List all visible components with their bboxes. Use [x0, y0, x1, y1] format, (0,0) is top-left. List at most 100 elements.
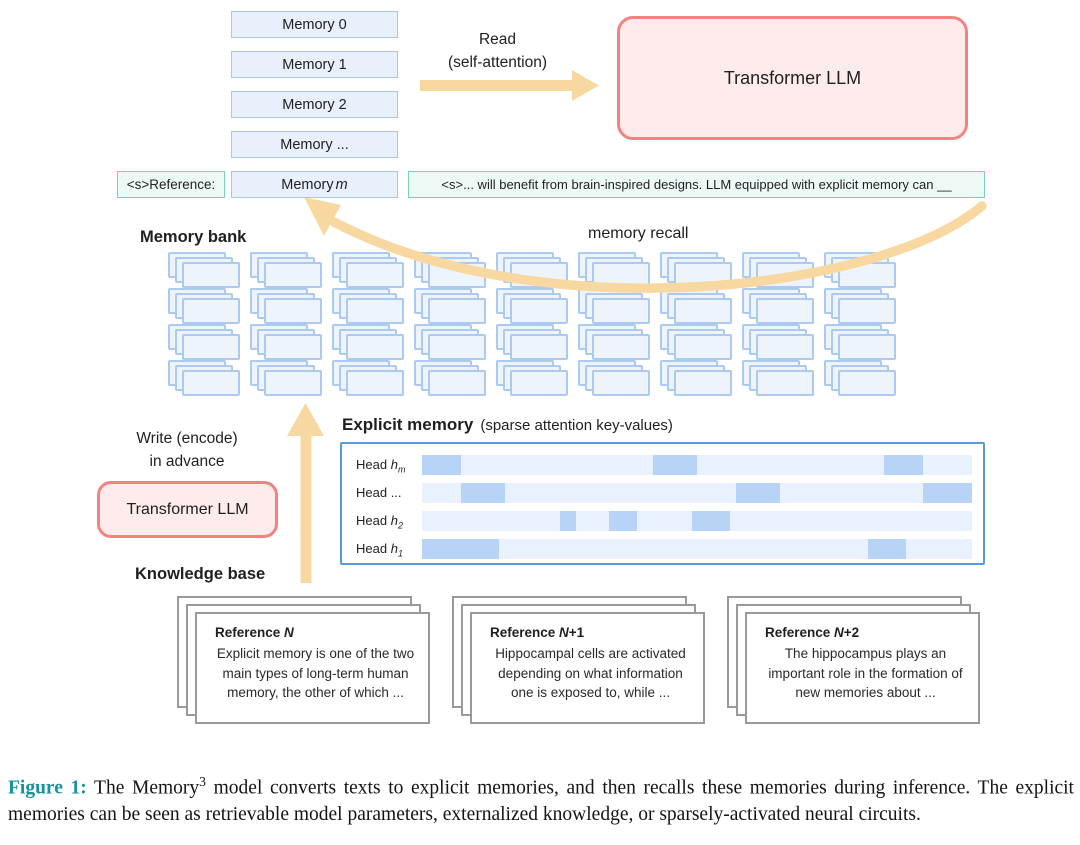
memory-bank-cell: [414, 252, 486, 288]
memory-bank-cell-layer: [264, 370, 322, 396]
memory-bank-cell-layer: [592, 298, 650, 324]
head-bar-segment: [653, 455, 697, 475]
explicit-memory-subtitle: (sparse attention key-values): [480, 417, 673, 434]
head-bar: [422, 483, 972, 503]
explicit-memory-rows: Head hm Head ... Head h2 Head h1: [342, 453, 983, 565]
knowledge-card-body: The hippocampus plays an important role …: [768, 646, 963, 700]
head-bar-segment: [735, 483, 780, 503]
memory-bank-cell-layer: [428, 334, 486, 360]
caption-superscript: 3: [199, 773, 206, 789]
transformer-llm-top-box: Transformer LLM: [617, 16, 968, 140]
memory-bank-cell-layer: [674, 298, 732, 324]
memory-bank-cell-layer: [510, 262, 568, 288]
head-label: Head h1: [356, 541, 403, 559]
memory-bank-cell-layer: [756, 298, 814, 324]
memory-bank-cell-layer: [264, 298, 322, 324]
memory-bank-cell: [168, 252, 240, 288]
memory-bank-cell: [660, 252, 732, 288]
memory-bank-cell-layer: [182, 334, 240, 360]
memory-recall-label: memory recall: [588, 225, 689, 242]
explicit-memory-title: Explicit memory: [342, 415, 474, 434]
context-token-box: <s>... will benefit from brain-inspired …: [408, 171, 985, 198]
head-row: Head h1: [342, 537, 983, 565]
memory-bank-cell: [250, 360, 322, 396]
head-bar-segment: [422, 539, 499, 559]
figure-caption: Figure 1: The Memory3 model converts tex…: [8, 768, 1074, 829]
write-arrow: [287, 403, 324, 583]
knowledge-card-title: Reference N+1: [490, 625, 585, 640]
memory-bank-cell-layer: [346, 298, 404, 324]
memory-bank-cell: [332, 324, 404, 360]
memory-bank-cell: [250, 288, 322, 324]
head-label: Head ...: [356, 485, 402, 500]
memory-bank-cell: [824, 252, 896, 288]
reference-token-box: <s>Reference:: [117, 171, 225, 198]
memory-bank-cell-layer: [674, 262, 732, 288]
memory-bank-cell: [824, 324, 896, 360]
memory-bank-cell-layer: [510, 370, 568, 396]
memory-bank-cell-layer: [428, 370, 486, 396]
memory-bank-cell-layer: [838, 262, 896, 288]
memory-bank-cell: [578, 360, 650, 396]
memory-bank-cell-layer: [592, 262, 650, 288]
head-bar-segment: [460, 483, 505, 503]
memory-bank-cell: [250, 324, 322, 360]
explicit-memory-box: Head hm Head ... Head h2 Head h1: [340, 442, 985, 565]
head-bar-segment: [922, 483, 972, 503]
knowledge-card-body: Explicit memory is one of the two main t…: [216, 646, 415, 700]
memory-bank-cell: [742, 324, 814, 360]
memory-bank-cell-layer: [182, 370, 240, 396]
explicit-memory-heading: Explicit memory (sparse attention key-val…: [342, 415, 673, 435]
head-label: Head hm: [356, 457, 406, 475]
head-bar-segment: [609, 511, 637, 531]
memory-box: Memory m: [231, 171, 398, 198]
head-bar-segment: [691, 511, 730, 531]
memory-bank-cell: [742, 252, 814, 288]
memory-bank-cell-layer: [838, 298, 896, 324]
memory-bank-cell-layer: [428, 262, 486, 288]
memory-bank-cell-layer: [346, 262, 404, 288]
memory-bank-cell-layer: [346, 334, 404, 360]
memory-bank-cell: [660, 288, 732, 324]
head-bar-segment: [884, 455, 923, 475]
memory-bank-cell: [742, 288, 814, 324]
memory-bank-cell-layer: [838, 370, 896, 396]
memory-bank-cell-layer: [182, 262, 240, 288]
memory-bank-grid: [168, 252, 908, 402]
head-bar-segment: [422, 455, 461, 475]
memory-bank-cell-layer: [674, 370, 732, 396]
memory-bank-cell: [414, 324, 486, 360]
memory-bank-cell: [332, 252, 404, 288]
knowledge-card-title: Reference N+2: [765, 625, 860, 640]
write-encode-label: Write (encode) in advance: [136, 430, 238, 470]
memory-bank-cell-layer: [756, 262, 814, 288]
head-bar: [422, 539, 972, 559]
transformer-llm-left-box: Transformer LLM: [97, 481, 278, 538]
head-row: Head hm: [342, 453, 983, 481]
memory-bank-cell-layer: [264, 262, 322, 288]
head-bar: [422, 511, 972, 531]
memory-bank-cell: [332, 360, 404, 396]
memory-bank-cell: [824, 360, 896, 396]
head-row: Head h2: [342, 509, 983, 537]
memory-bank-cell: [414, 288, 486, 324]
memory-bank-cell-layer: [346, 370, 404, 396]
memory-box: Memory 2: [231, 91, 398, 118]
memory-bank-cell: [332, 288, 404, 324]
memory-bank-cell: [742, 360, 814, 396]
head-bar-segment: [559, 511, 576, 531]
memory-bank-cell-layer: [756, 334, 814, 360]
memory-bank-title: Memory bank: [140, 228, 247, 246]
memory-bank-cell: [824, 288, 896, 324]
memory-bank-cell: [250, 252, 322, 288]
memory-bank-cell: [578, 288, 650, 324]
memory-box: Memory ...: [231, 131, 398, 158]
